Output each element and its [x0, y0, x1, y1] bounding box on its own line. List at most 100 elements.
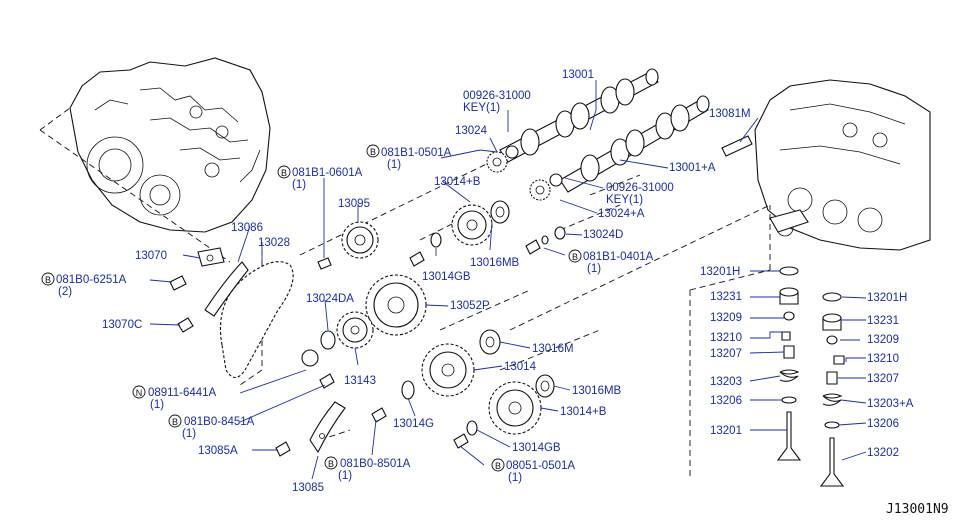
gear-13052p	[365, 274, 427, 336]
callout-labels: 13001 00926-31000 KEY(1) 13024 081B1-050…	[56, 69, 949, 517]
callout-13085: 13085	[292, 482, 324, 494]
callout-bolt-8451a-qty: (1)	[182, 428, 196, 440]
sprocket-13024a	[529, 173, 563, 201]
callout-13014b-bottom: 13014+B	[560, 406, 607, 418]
callout-13203-left: 13203	[710, 376, 742, 388]
badge-b-6251a: B	[41, 272, 55, 286]
bolts	[169, 135, 753, 457]
svg-text:B: B	[328, 459, 334, 469]
callout-bolt-8501a: 081B0-8501A	[340, 458, 411, 470]
callout-bolt-0401a-qty: (1)	[587, 263, 601, 275]
callout-13014gb-bottom: 13014GB	[512, 442, 561, 454]
callout-13210-right: 13210	[867, 353, 899, 365]
callout-bolt-0501a-top-qty: (1)	[387, 159, 401, 171]
callout-bolt-8451a: 081B0-8451A	[184, 416, 255, 428]
gear-13014b-bot	[488, 381, 542, 435]
callout-bolt-0501a-top: 081B1-0501A	[381, 147, 452, 159]
callout-13024: 13024	[455, 125, 488, 137]
callout-13024d: 13024D	[583, 229, 623, 241]
callout-13014: 13014	[504, 361, 537, 373]
gear-13014b-top	[451, 204, 493, 246]
callout-13207-right: 13207	[867, 373, 899, 385]
callout-13209-right: 13209	[867, 334, 899, 346]
gear-13095	[341, 221, 379, 259]
callout-key-mid: 00926-31000	[606, 182, 674, 194]
callout-13206-left: 13206	[710, 395, 742, 407]
callout-13231-left: 13231	[710, 291, 742, 303]
svg-text:B: B	[572, 252, 578, 262]
callout-13209-left: 13209	[710, 312, 742, 324]
badges: B B B B N B B B	[41, 144, 582, 472]
washer-13024d	[541, 226, 566, 245]
svg-text:B: B	[172, 417, 178, 427]
callout-13024a: 13024+A	[598, 208, 645, 220]
badge-b-0401a: B	[568, 249, 582, 263]
callout-13203a: 13203+A	[867, 398, 914, 410]
gear-13143	[336, 311, 374, 349]
chain-guide-13086	[204, 261, 249, 317]
callout-key-top-sub: KEY(1)	[463, 102, 500, 114]
callout-bolt-6251a: 081B0-6251A	[56, 274, 127, 286]
callout-13143: 13143	[344, 375, 376, 387]
callout-13070c: 13070C	[102, 319, 142, 331]
hub-13016m	[479, 329, 501, 355]
diagram-code: J13001N9	[886, 502, 949, 517]
callout-13231-right: 13231	[867, 315, 899, 327]
hub-13016mb-bot	[535, 374, 555, 398]
washer-13014gb	[430, 232, 478, 436]
callout-13001: 13001	[562, 69, 594, 81]
callout-bolt-0501a-bottom-qty: (1)	[508, 472, 522, 484]
callout-key-mid-sub: KEY(1)	[606, 194, 643, 206]
callout-13016mb-top: 13016MB	[470, 257, 520, 269]
callout-13014g: 13014G	[393, 418, 434, 430]
callout-bolt-8501a-qty: (1)	[338, 470, 352, 482]
svg-text:B: B	[370, 147, 376, 157]
callout-bolt-0401a: 081B1-0401A	[583, 251, 654, 263]
badge-n-6441a: N	[132, 385, 146, 399]
badge-b-0501a-top: B	[366, 144, 380, 158]
badge-b-0501a-bot: B	[491, 458, 505, 472]
callout-13024da: 13024DA	[306, 293, 354, 305]
callout-13081m: 13081M	[709, 108, 751, 120]
valve-train-left	[776, 266, 802, 461]
svg-text:N: N	[136, 388, 143, 398]
callout-bolt-0501a-bottom: 08051-0501A	[506, 460, 575, 472]
callout-key-top: 00926-31000	[463, 90, 531, 102]
valve-train-right	[819, 292, 845, 487]
gear-13014	[421, 343, 475, 397]
washer-13014g	[401, 380, 415, 400]
callout-13016m: 13016M	[532, 343, 574, 355]
callout-13014b-top: 13014+B	[434, 176, 481, 188]
callout-bolt-6251a-qty: (2)	[58, 286, 72, 298]
sprocket-13024	[486, 145, 519, 173]
washer-13024da	[301, 330, 336, 367]
callout-13095: 13095	[338, 198, 370, 210]
callout-13210-left: 13210	[710, 332, 742, 344]
callout-13014gb-top: 13014GB	[422, 271, 471, 283]
cylinder-head-right	[754, 79, 931, 251]
callout-bolt-0601a-qty: (1)	[292, 179, 306, 191]
callout-13202: 13202	[867, 447, 899, 459]
callout-13016mb-bottom: 13016MB	[572, 385, 622, 397]
callout-13207-left: 13207	[710, 348, 742, 360]
cylinder-head-left	[69, 57, 271, 233]
camshaft-13001a	[559, 95, 710, 193]
tensioner-13070	[197, 247, 225, 267]
callout-13201: 13201	[710, 425, 742, 437]
svg-text:B: B	[495, 461, 501, 471]
callout-13001a: 13001+A	[669, 162, 716, 174]
callout-13070: 13070	[135, 250, 167, 262]
leader-lines	[149, 80, 867, 480]
callout-13085a: 13085A	[198, 445, 238, 457]
svg-text:B: B	[281, 168, 287, 178]
callout-bolt-0601a: 081B1-0601A	[292, 167, 363, 179]
callout-nut-6441a: 08911-6441A	[148, 387, 217, 399]
badge-b-0601a: B	[277, 165, 291, 179]
callout-13086: 13086	[231, 222, 263, 234]
chain-guide-13085	[309, 401, 346, 454]
badge-b-8451a: B	[168, 414, 182, 428]
callout-13028: 13028	[258, 237, 290, 249]
callout-13052p: 13052P	[450, 300, 490, 312]
